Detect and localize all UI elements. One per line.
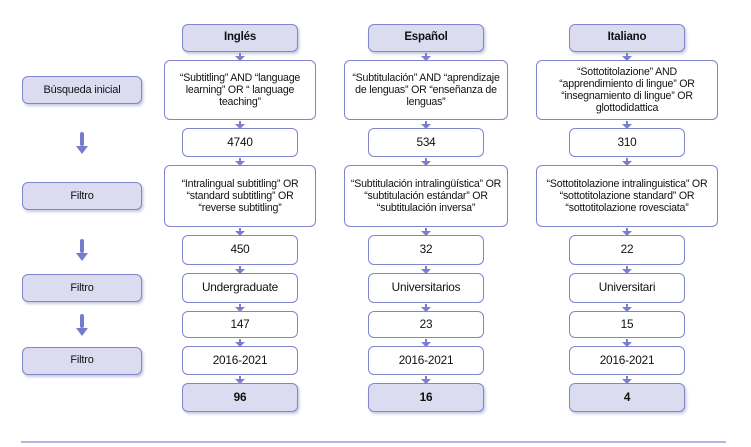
column-spanish: 23 xyxy=(316,304,536,338)
column-english: Undergraduate xyxy=(164,266,316,303)
result-box-english: 96 xyxy=(182,376,298,412)
header-box-spanish: Español xyxy=(368,24,484,52)
down-arrow-icon xyxy=(76,131,88,154)
stage-arrow-cell xyxy=(0,235,164,265)
stage-label-cell: Filtro xyxy=(0,273,164,303)
column-english: “Subtitling” AND “language learning” OR … xyxy=(164,53,316,120)
column-italian: 2016-2021 xyxy=(536,339,718,375)
filter3-box-italian: 2016-2021 xyxy=(569,339,685,375)
count-box-italian-after-filter1: 22 xyxy=(569,228,685,265)
stage-arrow-cell xyxy=(0,311,164,338)
stage-label-initial-search: Búsqueda inicial xyxy=(22,76,142,104)
header-box-english: Inglés xyxy=(182,24,298,52)
count-box-spanish-initial: 534 xyxy=(368,121,484,157)
filter2-box-english: Undergraduate xyxy=(182,266,298,303)
count-box-spanish-after-filter2: 23 xyxy=(368,304,484,338)
count-box-spanish-after-filter1: 32 xyxy=(368,228,484,265)
search-terms-box-italian: “Sottotitolazione” AND “apprendimiento d… xyxy=(536,53,718,120)
count-box-english-initial: 4740 xyxy=(182,121,298,157)
header-box-italian: Italiano xyxy=(569,24,685,52)
count-box-english-after-filter2: 147 xyxy=(182,304,298,338)
filter1-terms-box-spanish: “Subtitulación intralingüística” OR “sub… xyxy=(344,158,508,227)
spacer-cell xyxy=(0,383,164,412)
stage-label-cell: Filtro xyxy=(0,346,164,375)
stage-arrow-cell xyxy=(0,128,164,157)
filter2-box-spanish: Universitarios xyxy=(368,266,484,303)
column-english: Inglés xyxy=(164,24,316,52)
column-english: 147 xyxy=(164,304,316,338)
filter3-box-english: 2016-2021 xyxy=(182,339,298,375)
flow-grid: Inglés Español Italiano Búsqueda inicial… xyxy=(0,24,718,412)
search-terms-box-english: “Subtitling” AND “language learning” OR … xyxy=(164,53,316,120)
filter1-terms-box-italian: “Sottotitolazione intralinguistica” OR “… xyxy=(536,158,718,227)
column-spanish: 16 xyxy=(316,376,536,412)
column-english: 4740 xyxy=(164,121,316,157)
down-arrow-icon xyxy=(76,313,88,336)
column-italian: Universitari xyxy=(536,266,718,303)
count-box-italian-after-filter2: 15 xyxy=(569,304,685,338)
column-spanish: 32 xyxy=(316,228,536,265)
column-italian: 22 xyxy=(536,228,718,265)
stage-label-cell: Búsqueda inicial xyxy=(0,60,164,120)
search-terms-box-spanish: “Subtitulación” AND “aprendizaje de leng… xyxy=(344,53,508,120)
column-spanish: 534 xyxy=(316,121,536,157)
column-english: 96 xyxy=(164,376,316,412)
column-spanish: Español xyxy=(316,24,536,52)
count-box-english-after-filter1: 450 xyxy=(182,228,298,265)
down-arrow-icon xyxy=(76,239,88,261)
column-italian: Italiano xyxy=(536,24,718,52)
stage-label-filter-1: Filtro xyxy=(22,182,142,210)
stage-label-filter-3: Filtro xyxy=(22,346,142,375)
filter3-box-spanish: 2016-2021 xyxy=(368,339,484,375)
column-spanish: “Subtitulación” AND “aprendizaje de leng… xyxy=(316,53,536,120)
column-italian: “Sottotitolazione intralinguistica” OR “… xyxy=(536,158,718,227)
result-box-spanish: 16 xyxy=(368,376,484,412)
stage-label-filter-2: Filtro xyxy=(22,274,142,302)
column-english: 450 xyxy=(164,228,316,265)
column-italian: “Sottotitolazione” AND “apprendimiento d… xyxy=(536,53,718,120)
column-spanish: 2016-2021 xyxy=(316,339,536,375)
count-box-italian-initial: 310 xyxy=(569,121,685,157)
column-italian: 4 xyxy=(536,376,718,412)
filter1-terms-box-english: “Intralingual subtitling” OR “standard s… xyxy=(164,158,316,227)
column-italian: 15 xyxy=(536,304,718,338)
column-spanish: Universitarios xyxy=(316,266,536,303)
column-spanish: “Subtitulación intralingüística” OR “sub… xyxy=(316,158,536,227)
bottom-divider xyxy=(21,441,726,443)
column-english: “Intralingual subtitling” OR “standard s… xyxy=(164,158,316,227)
column-english: 2016-2021 xyxy=(164,339,316,375)
column-italian: 310 xyxy=(536,121,718,157)
result-box-italian: 4 xyxy=(569,376,685,412)
filter2-box-italian: Universitari xyxy=(569,266,685,303)
stage-label-cell: Filtro xyxy=(0,165,164,227)
spacer-cell xyxy=(0,24,164,52)
